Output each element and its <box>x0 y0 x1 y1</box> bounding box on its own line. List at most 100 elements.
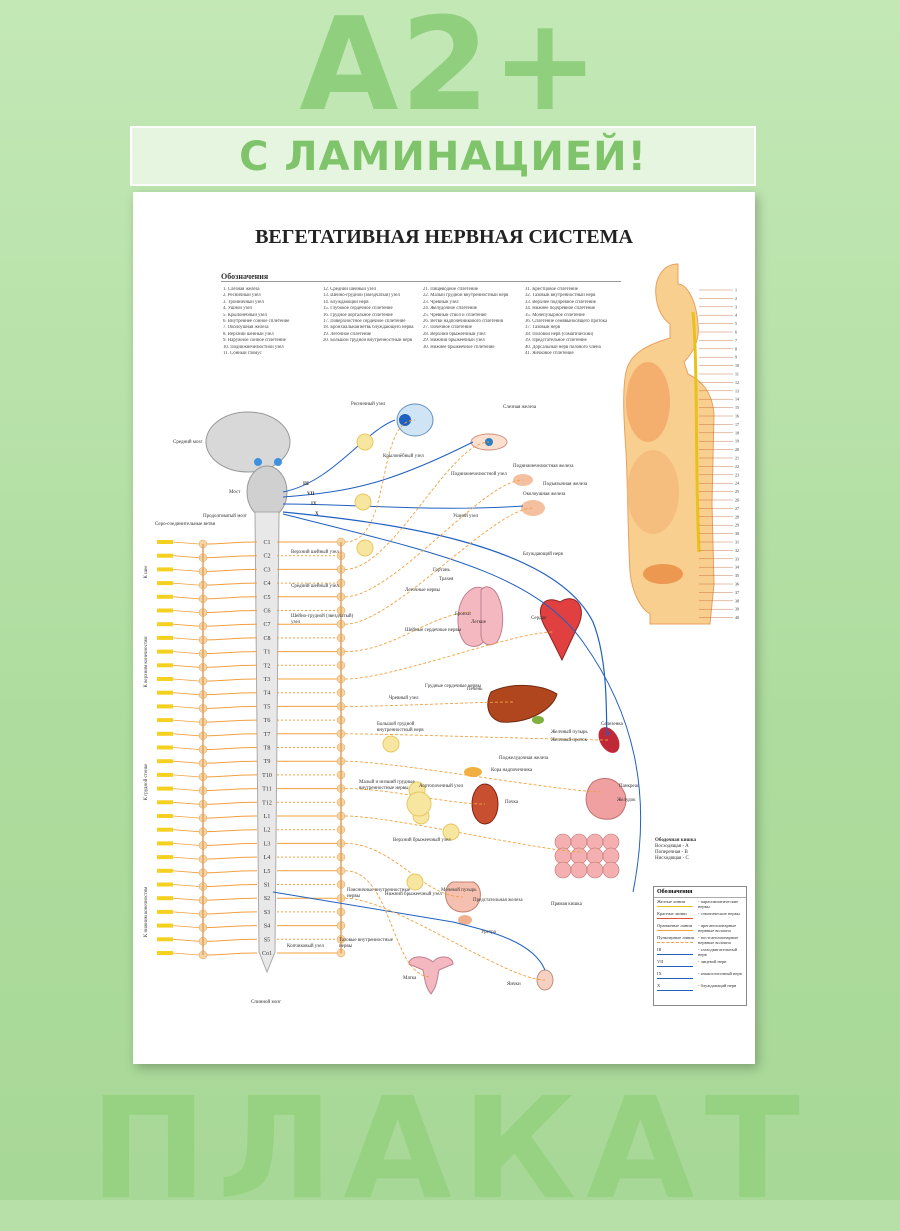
segment-line <box>172 829 200 833</box>
legend-entry: 38. Половой нерв (соматический) <box>525 331 594 337</box>
spine-level-label: T8 <box>264 746 271 752</box>
body-callout: 11 <box>735 372 739 377</box>
lung <box>480 586 504 646</box>
segment-marker <box>157 690 173 695</box>
body-callout: 37 <box>735 590 739 595</box>
postganglionic-fiber <box>344 507 534 625</box>
segment-line <box>172 692 200 696</box>
segment-line <box>172 911 200 915</box>
cranial-nerve-label: VII <box>307 492 315 497</box>
body-silhouette <box>623 263 715 625</box>
facial-nerve <box>282 441 474 498</box>
segment-marker <box>157 909 173 914</box>
intestine-loop <box>586 847 604 865</box>
label-prostate: Предстательная железа <box>473 898 523 903</box>
segment-marker <box>157 896 173 901</box>
body-callout: 20 <box>735 447 739 452</box>
label-urethra: Уретра <box>481 930 496 935</box>
colon-item: Нисходящая - C <box>655 856 689 861</box>
spine-level-label: T11 <box>262 787 271 793</box>
body-callout: 33 <box>735 556 739 561</box>
body-callout: 16 <box>735 414 739 419</box>
key-line-name: Красные линии <box>657 911 687 916</box>
postganglionic-fiber <box>344 733 610 741</box>
legend-entry: 27. Почечное сплетение <box>423 325 472 331</box>
label-sacral-splanchnic: Тазовые внутренностные нервы <box>339 938 393 949</box>
segment-marker <box>157 759 173 764</box>
left-group-label: К верхним конечностям <box>144 636 149 688</box>
prevertebral-ganglion <box>356 433 374 451</box>
body-callout: 3 <box>735 304 737 309</box>
spine-level-label: C2 <box>263 554 270 560</box>
label-sublingual: Подъязычная железа <box>543 482 588 487</box>
body-callout: 25 <box>735 489 739 494</box>
segment-marker <box>157 868 173 873</box>
segment-marker <box>157 649 173 654</box>
spinal-nerve <box>202 582 258 586</box>
brainstem <box>246 465 288 519</box>
legend-entry: 5. Крылонёбный узел <box>223 312 267 318</box>
uterus <box>408 956 454 995</box>
body-callout: 10 <box>735 363 739 368</box>
label-small-splanchnic: Малый и низший грудные внутренностные не… <box>359 780 415 791</box>
label-lung-nerves: Легочные нервы <box>405 588 441 593</box>
segment-marker <box>157 718 173 723</box>
legend-entry: 12. Средний шейный узел <box>323 287 376 292</box>
label-vagus: Блуждающий нерв <box>523 552 563 557</box>
colon-item: Восходящая - A <box>655 844 689 849</box>
spinal-nerve <box>202 596 258 600</box>
body-callout: 7 <box>735 338 737 343</box>
prevertebral-ganglion <box>406 873 424 891</box>
label-pterygo: Крылонёбный узел <box>383 454 424 459</box>
spinal-nerve <box>202 884 258 887</box>
legend-entry: 33. Верхнее подчревное сплетение <box>525 299 596 305</box>
label-big-splanchnic: Большой грудной внутренностный нерв <box>377 722 424 733</box>
cranial-nerve-label: III <box>303 482 309 487</box>
key-description: - лицевой нерв <box>698 959 727 964</box>
key-description: - парасимпатические нервы <box>698 899 739 909</box>
intestine-loop <box>602 861 620 879</box>
key-swatch <box>657 978 693 979</box>
postganglionic-fiber <box>344 631 554 680</box>
key-swatch <box>657 918 693 919</box>
spine-level-label: Co1 <box>262 951 272 957</box>
label-pancreas: Поджелудочная железа <box>499 756 549 761</box>
legend-entry: 17. Поверхностное сердечное сплетение <box>323 319 406 325</box>
label-bladder: Мочевой пузырь <box>441 888 477 893</box>
segment-line <box>172 884 200 887</box>
segment-marker <box>157 814 173 818</box>
brand-logo: A2+ <box>299 0 601 140</box>
body-callout: 13 <box>735 388 739 393</box>
label-liver: Печень <box>467 687 483 692</box>
postganglionic-fiber <box>344 701 514 707</box>
postganglionic-fiber <box>344 842 464 898</box>
label-adrenal: Кора надпочечника <box>491 768 533 773</box>
lamination-text: С ЛАМИНАЦИЕЙ! <box>239 134 647 180</box>
legend-entry: 10. Поднижнечелюстной узел <box>223 344 284 350</box>
segment-marker <box>157 745 173 750</box>
body-callout: 36 <box>735 582 739 587</box>
label-pancreas-label: Панкреас <box>619 784 640 789</box>
postganglionic-fiber <box>344 788 486 805</box>
legend-entry: 4. Ушной узел <box>223 306 253 312</box>
body-callout: 35 <box>735 573 739 578</box>
spinal-nerve <box>202 760 258 764</box>
key-swatch <box>657 990 693 991</box>
legend-entry: 8. Верхний шейный узел <box>223 331 274 337</box>
spine-level-label: C5 <box>263 595 270 601</box>
segment-marker <box>157 841 173 846</box>
spinal-column <box>254 511 280 974</box>
legend-entry: 16. Грудное аортальное сплетение <box>323 312 393 318</box>
key-swatch <box>657 966 693 967</box>
postganglionic-fiber <box>344 441 490 570</box>
heart <box>539 598 582 662</box>
legend-entry: 35. Мочепузырное сплетение <box>525 312 585 318</box>
key-swatch <box>657 942 693 943</box>
cranial-nerve-label: IX <box>311 502 317 507</box>
segment-line <box>172 664 200 668</box>
spinal-nerve <box>202 719 258 723</box>
body-callout: 6 <box>735 330 737 335</box>
spinal-nerve <box>202 911 258 915</box>
product-word: ПЛАКАТ <box>89 1068 811 1231</box>
